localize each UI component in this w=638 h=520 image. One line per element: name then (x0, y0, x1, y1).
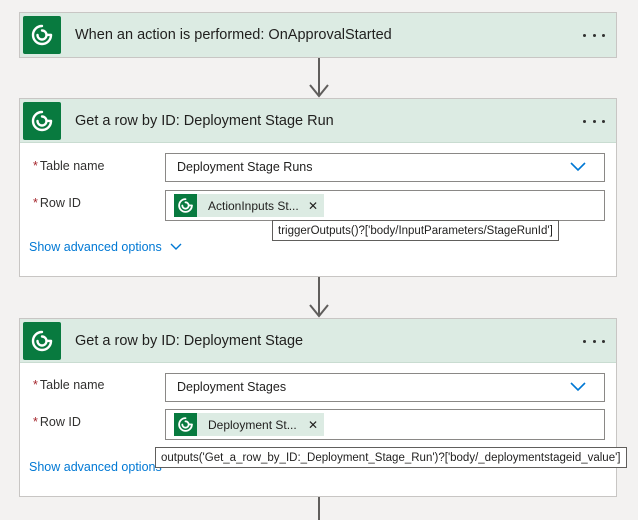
step-title: Get a row by ID: Deployment Stage Run (75, 113, 334, 129)
show-advanced-options-label: Show advanced options (29, 240, 162, 254)
table-name-dropdown[interactable]: Deployment Stage Runs (165, 153, 605, 182)
more-options-icon[interactable] (580, 110, 608, 132)
table-name-label: *Table name (33, 378, 105, 392)
dynamic-content-token[interactable]: ActionInputs St... ✕ (174, 194, 324, 217)
row-id-input[interactable]: ActionInputs St... ✕ (165, 190, 605, 221)
table-name-dropdown[interactable]: Deployment Stages (165, 373, 605, 402)
token-label: ActionInputs St... (208, 198, 299, 213)
dynamic-content-token[interactable]: Deployment St... ✕ (174, 413, 324, 436)
row-id-input[interactable]: Deployment St... ✕ (165, 409, 605, 440)
trigger-card[interactable]: When an action is performed: OnApprovalS… (19, 12, 617, 58)
show-advanced-options-label: Show advanced options (29, 460, 162, 474)
dataverse-icon (23, 322, 61, 360)
dataverse-icon (23, 102, 61, 140)
show-advanced-options-link[interactable]: Show advanced options (29, 460, 162, 474)
row-id-label: *Row ID (33, 196, 81, 210)
token-label: Deployment St... (208, 417, 297, 432)
trigger-card-header[interactable]: When an action is performed: OnApprovalS… (20, 13, 616, 57)
chevron-down-icon (170, 243, 182, 250)
chevron-down-icon (570, 382, 586, 392)
connector-line (318, 58, 320, 96)
step-card-stage-run[interactable]: Get a row by ID: Deployment Stage Run *T… (19, 98, 617, 277)
row-id-label: *Row ID (33, 415, 81, 429)
step-card-header[interactable]: Get a row by ID: Deployment Stage (20, 319, 616, 363)
more-options-icon[interactable] (580, 24, 608, 46)
expression-tooltip: outputs('Get_a_row_by_ID:_Deployment_Sta… (155, 447, 627, 468)
connector-arrow-icon (309, 84, 329, 98)
connector-line (318, 277, 320, 316)
table-name-value: Deployment Stages (177, 380, 287, 394)
table-name-label: *Table name (33, 159, 105, 173)
table-name-value: Deployment Stage Runs (177, 160, 313, 174)
connector-line (318, 497, 320, 520)
trigger-title: When an action is performed: OnApprovalS… (75, 27, 392, 43)
more-options-icon[interactable] (580, 330, 608, 352)
dataverse-icon (23, 16, 61, 54)
dataverse-icon (174, 413, 197, 436)
show-advanced-options-link[interactable]: Show advanced options (29, 240, 182, 254)
step-title: Get a row by ID: Deployment Stage (75, 333, 304, 349)
step-card-header[interactable]: Get a row by ID: Deployment Stage Run (20, 99, 616, 143)
step-card-stage[interactable]: Get a row by ID: Deployment Stage *Table… (19, 318, 617, 497)
connector-arrow-icon (309, 304, 329, 318)
dataverse-icon (174, 194, 197, 217)
close-icon[interactable]: ✕ (307, 198, 318, 213)
close-icon[interactable]: ✕ (307, 417, 318, 432)
chevron-down-icon (570, 162, 586, 172)
expression-tooltip: triggerOutputs()?['body/InputParameters/… (272, 220, 559, 241)
